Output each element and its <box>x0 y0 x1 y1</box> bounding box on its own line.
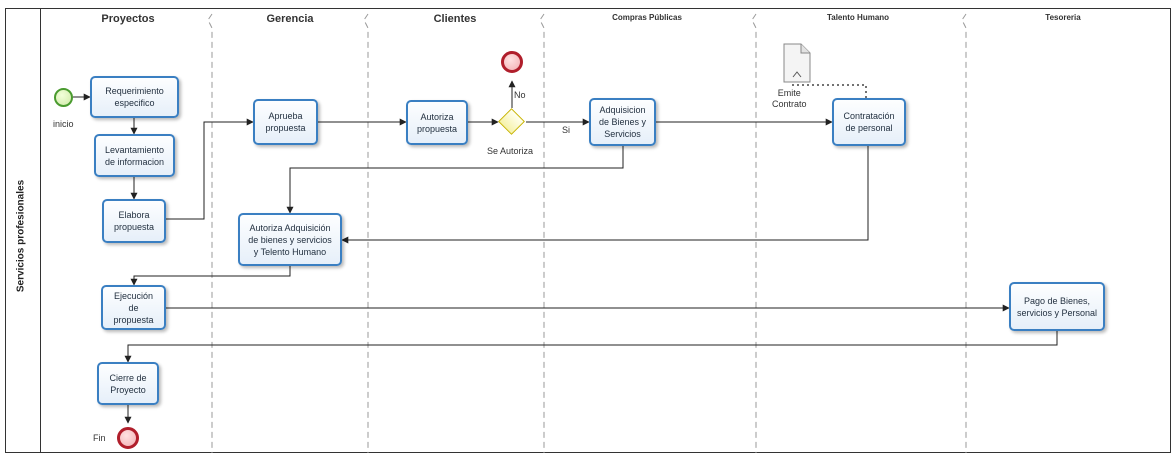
task-pago-bienes-servicios-personal[interactable]: Pago de Bienes, servicios y Personal <box>1009 282 1105 331</box>
flow-contratacion-autoriza-adquisicion <box>341 146 869 244</box>
flow-adquisicion-autoriza-adquisicion <box>286 146 624 214</box>
gateway-label: Se Autoriza <box>487 146 534 156</box>
task-ejecucion-propuesta[interactable]: Ejecución de propuesta <box>101 285 166 330</box>
lane-divider-5 <box>961 13 967 453</box>
task-levantamiento-informacion[interactable]: Levantamiento de informacion <box>94 134 175 177</box>
task-contratacion-personal[interactable]: Contratación de personal <box>832 98 906 146</box>
task-autoriza-adquisicion[interactable]: Autoriza Adquisición de bienes y servici… <box>238 213 342 266</box>
task-requerimiento-especifico[interactable]: Requerimiento especifico <box>90 76 179 118</box>
task-cierre-proyecto[interactable]: Cierre de Proyecto <box>97 362 159 405</box>
lane-divider-4 <box>751 13 757 453</box>
data-object-icon[interactable] <box>783 43 811 83</box>
end-event-no[interactable] <box>501 51 523 73</box>
data-object-label: Emite Contrato <box>772 88 807 109</box>
lane-divider-1 <box>207 13 213 453</box>
lane-title-compras-publicas: Compras Públicas <box>612 13 682 22</box>
task-aprueba-propuesta[interactable]: Aprueba propuesta <box>253 99 318 145</box>
task-autoriza-propuesta[interactable]: Autoriza propuesta <box>406 100 468 145</box>
flow-elabora-aprueba <box>166 118 254 220</box>
gateway-si-label: Si <box>562 125 571 135</box>
lane-divider-3 <box>539 13 545 453</box>
gateway-no-label: No <box>514 90 526 100</box>
lane-divider-2 <box>363 13 369 453</box>
lane-title-tesoreria: Tesoreria <box>1045 13 1081 22</box>
lane-title-gerencia: Gerencia <box>266 13 314 25</box>
pool-label: Servicios profesionales <box>15 179 27 293</box>
start-event-label: inicio <box>53 119 74 129</box>
end-event-fin[interactable] <box>117 427 139 449</box>
pool-border <box>5 8 1171 453</box>
flow-autoriza-adquisicion-ejecucion <box>130 266 291 286</box>
end-event-fin-label: Fin <box>93 433 106 443</box>
lane-title-clientes: Clientes <box>433 13 477 25</box>
lane-title-talento-humano: Talento Humano <box>826 13 890 22</box>
lane-title-proyectos: Proyectos <box>101 13 155 25</box>
task-elabora-propuesta[interactable]: Elabora propuesta <box>102 199 166 243</box>
task-adquisicion-bienes-servicios[interactable]: Adquisicion de Bienes y Servicios <box>589 98 656 146</box>
flow-pago-cierre <box>124 331 1058 363</box>
start-event[interactable] <box>54 88 73 107</box>
